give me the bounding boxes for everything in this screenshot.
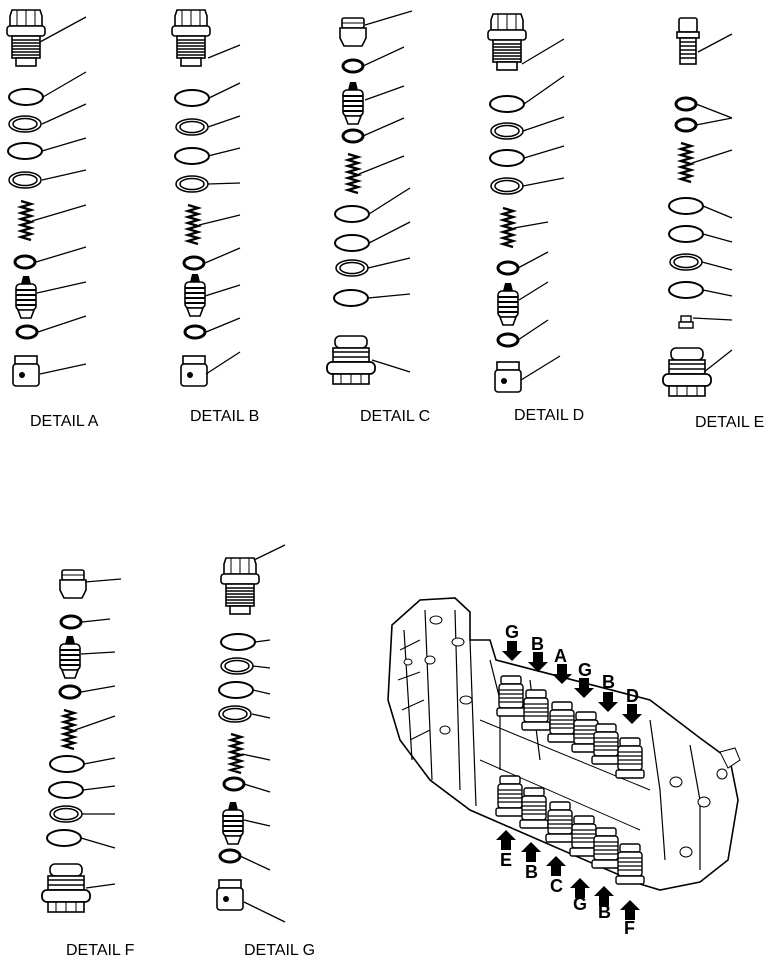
callout-top-4: G [578,660,592,680]
control-valve-assembly [387,597,741,891]
callout-top-1: G [505,622,519,642]
detail-d-title: DETAIL D [514,407,585,424]
detail-e-parts [662,17,733,397]
detail-f-title: DETAIL F [66,942,135,959]
callout-bottom-1: E [500,850,512,870]
detail-c-parts [326,10,413,385]
callout-top-5: B [602,672,615,692]
detail-f-parts [41,569,122,913]
detail-a-parts [6,9,87,387]
assembly-callouts: G B A G B D E B C G B F [500,622,639,938]
detail-g-parts [216,544,286,923]
detail-d-parts [487,13,565,393]
callout-bottom-4: G [573,894,587,914]
callout-bottom-3: C [550,876,563,896]
detail-c-title: DETAIL C [360,408,431,425]
detail-g-title: DETAIL G [244,942,316,959]
detail-a-title: DETAIL A [30,413,99,430]
callout-bottom-5: B [598,902,611,922]
callout-top-3: A [554,646,567,666]
detail-b-parts [171,9,241,387]
callout-top-2: B [531,634,544,654]
detail-b-title: DETAIL B [190,408,260,425]
callout-bottom-6: F [624,918,635,938]
detail-e-title: DETAIL E [695,414,765,431]
callout-top-6: D [626,686,639,706]
callout-bottom-2: B [525,862,538,882]
